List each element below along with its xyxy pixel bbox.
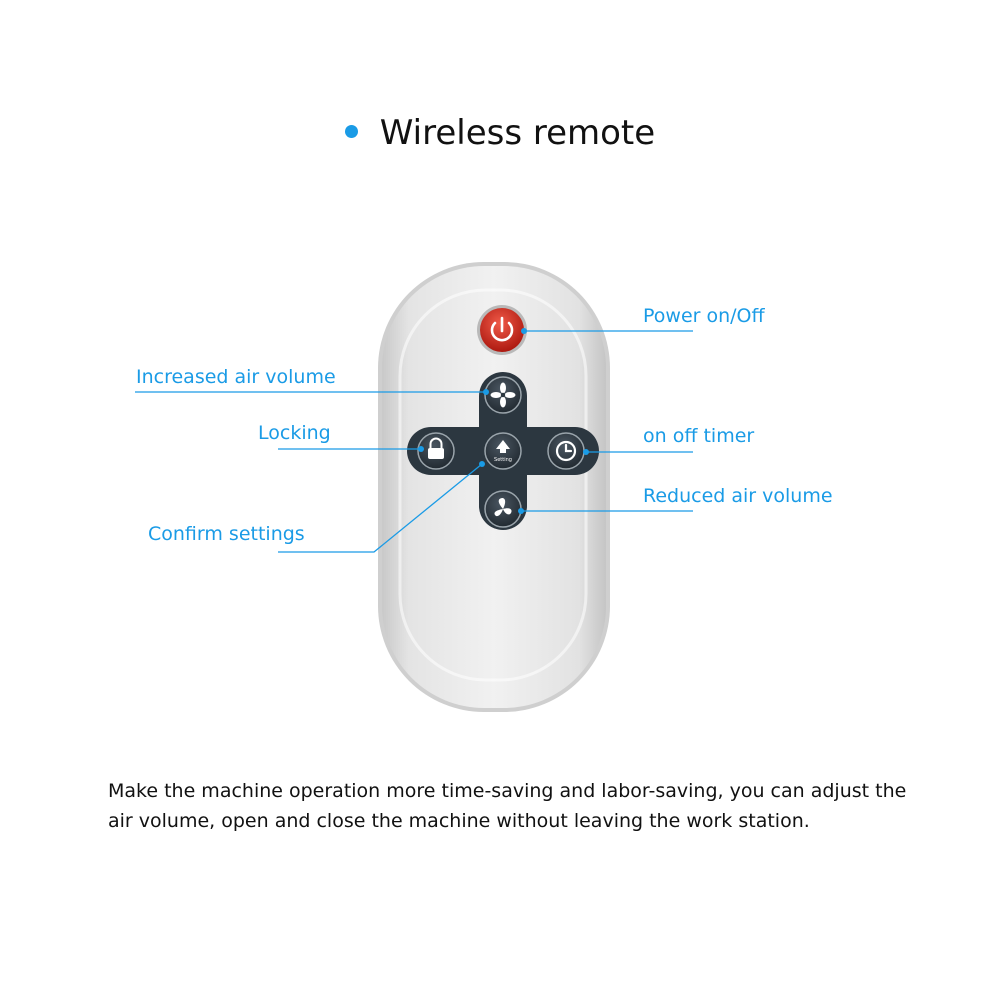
- power-icon: [490, 316, 514, 342]
- reduce-air-volume-button[interactable]: [484, 490, 522, 528]
- settings-button-text: Setting: [494, 457, 512, 463]
- power-button[interactable]: [477, 305, 527, 355]
- lock-icon: [428, 437, 444, 459]
- fan-down-icon: [494, 498, 512, 517]
- callout-timer: on off timer: [643, 425, 755, 447]
- page-title-text: Wireless remote: [379, 113, 656, 153]
- fan-up-icon: [490, 382, 516, 408]
- page-title: Wireless remote: [0, 108, 1000, 158]
- timer-button[interactable]: [547, 432, 585, 470]
- lock-button[interactable]: [417, 432, 455, 470]
- callout-reduced-air-volume: Reduced air volume: [643, 485, 833, 507]
- leader-lines: [135, 328, 693, 553]
- bullet-dot: [344, 125, 358, 138]
- description-text: Make the machine operation more time-sav…: [108, 780, 907, 832]
- confirm-settings-button[interactable]: Setting: [484, 432, 522, 470]
- settings-icon: [496, 440, 510, 453]
- callout-locking: Locking: [258, 422, 331, 444]
- increase-air-volume-button[interactable]: [484, 376, 522, 414]
- timer-icon: [555, 440, 577, 462]
- callout-increased-air-volume: Increased air volume: [136, 366, 336, 388]
- callout-power: Power on/Off: [643, 305, 765, 327]
- callout-confirm-settings: Confirm settings: [148, 523, 305, 545]
